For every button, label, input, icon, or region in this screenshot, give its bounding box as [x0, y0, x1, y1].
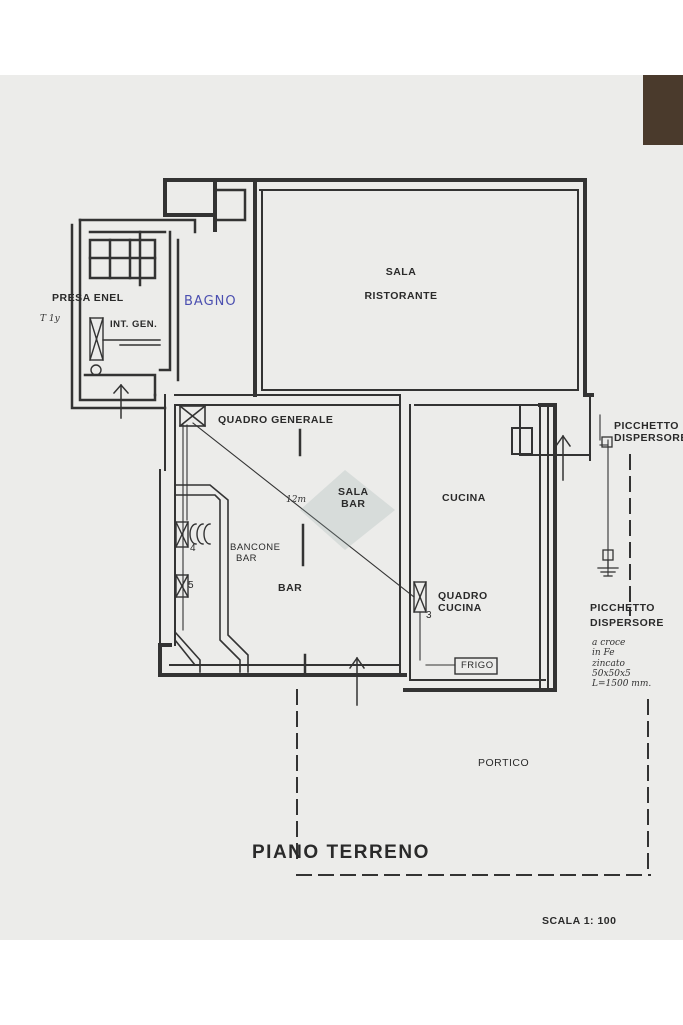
label-picchetto-right-line2: DISPERSORE — [590, 617, 664, 630]
frigo-box — [454, 657, 498, 675]
label-frigo: FRIGO — [461, 660, 494, 671]
quadro-generale-symbol — [178, 404, 207, 428]
label-int-gen: INT. GEN. — [110, 319, 158, 330]
label-picchetto-top-line2: DISPERSORE — [614, 432, 683, 445]
portico-dashed — [296, 454, 651, 876]
entry-arrows — [112, 383, 572, 706]
label-picchetto-top-line1: PICCHETTO — [614, 420, 679, 432]
label-bancone-bar-line1: BANCONE — [230, 542, 281, 553]
label-picchetto-spec-line1: a croce — [592, 638, 626, 648]
bar-counter — [173, 484, 249, 673]
label-quadro-cucina-line2: CUCINA — [438, 602, 482, 615]
label-picchetto-spec-line4: 50x50x5 — [592, 669, 631, 680]
label-picchetto-right-line1: PICCHETTO — [590, 602, 655, 614]
watermark — [300, 470, 395, 550]
label-quadro-cucina: QUADRO CUCINA — [438, 590, 488, 614]
label-side-mark: T 1y — [40, 314, 60, 324]
label-bar: BAR — [278, 582, 303, 594]
label-presa-enel: PRESA ENEL — [52, 292, 124, 304]
annex-walls — [70, 188, 247, 410]
outer-walls — [158, 178, 594, 692]
label-picchetto-spec-line2: in Fe — [592, 648, 615, 659]
label-sala-ristorante: SALA RISTORANTE — [356, 266, 446, 302]
pillars — [298, 428, 307, 677]
label-picchetto-spec: a croce in Fe zincato 50x50x5 L=1500 mm. — [592, 638, 651, 690]
label-picchetto-spec-line5: L=1500 mm. — [592, 679, 652, 690]
label-sala-bar: SALA BAR — [338, 486, 369, 510]
circuit-boxes — [175, 521, 427, 613]
label-sala-ristorante-line2: RISTORANTE — [364, 290, 438, 303]
earthing-symbols — [597, 436, 619, 577]
label-picchetto-right: PICCHETTO DISPERSORE — [590, 602, 664, 629]
plan-title: PIANO TERRENO — [252, 842, 430, 863]
label-circuit-5: 5 — [188, 580, 195, 591]
label-portico: PORTICO — [478, 757, 530, 769]
label-cable-length: 12m — [286, 495, 306, 505]
label-sala-bar-line1: SALA — [338, 486, 369, 498]
label-sala-bar-line2: BAR — [341, 498, 366, 511]
int-gen-symbol — [89, 317, 161, 376]
inner-wall-lines — [159, 189, 579, 691]
cable-lines — [182, 414, 609, 666]
label-picchetto-spec-line3: zincato — [592, 658, 625, 669]
label-picchetto-top: PICCHETTO DISPERSORE — [614, 420, 683, 444]
label-bancone-bar-line2: BAR — [236, 552, 258, 564]
label-sala-ristorante-line1: SALA — [385, 266, 417, 278]
background-corner — [643, 75, 683, 145]
label-quadro-cucina-line1: QUADRO — [438, 590, 488, 602]
label-circuit-3: 3 — [426, 610, 433, 621]
kitchen-annex — [511, 394, 591, 471]
label-bancone-bar: BANCONE BAR — [230, 542, 281, 565]
label-bagno: BAGNO — [184, 294, 237, 309]
scale-label: SCALA 1: 100 — [542, 915, 617, 927]
label-quadro-generale: QUADRO GENERALE — [218, 414, 334, 426]
label-cucina: CUCINA — [442, 492, 486, 504]
label-circuit-4: 4 — [190, 543, 197, 554]
